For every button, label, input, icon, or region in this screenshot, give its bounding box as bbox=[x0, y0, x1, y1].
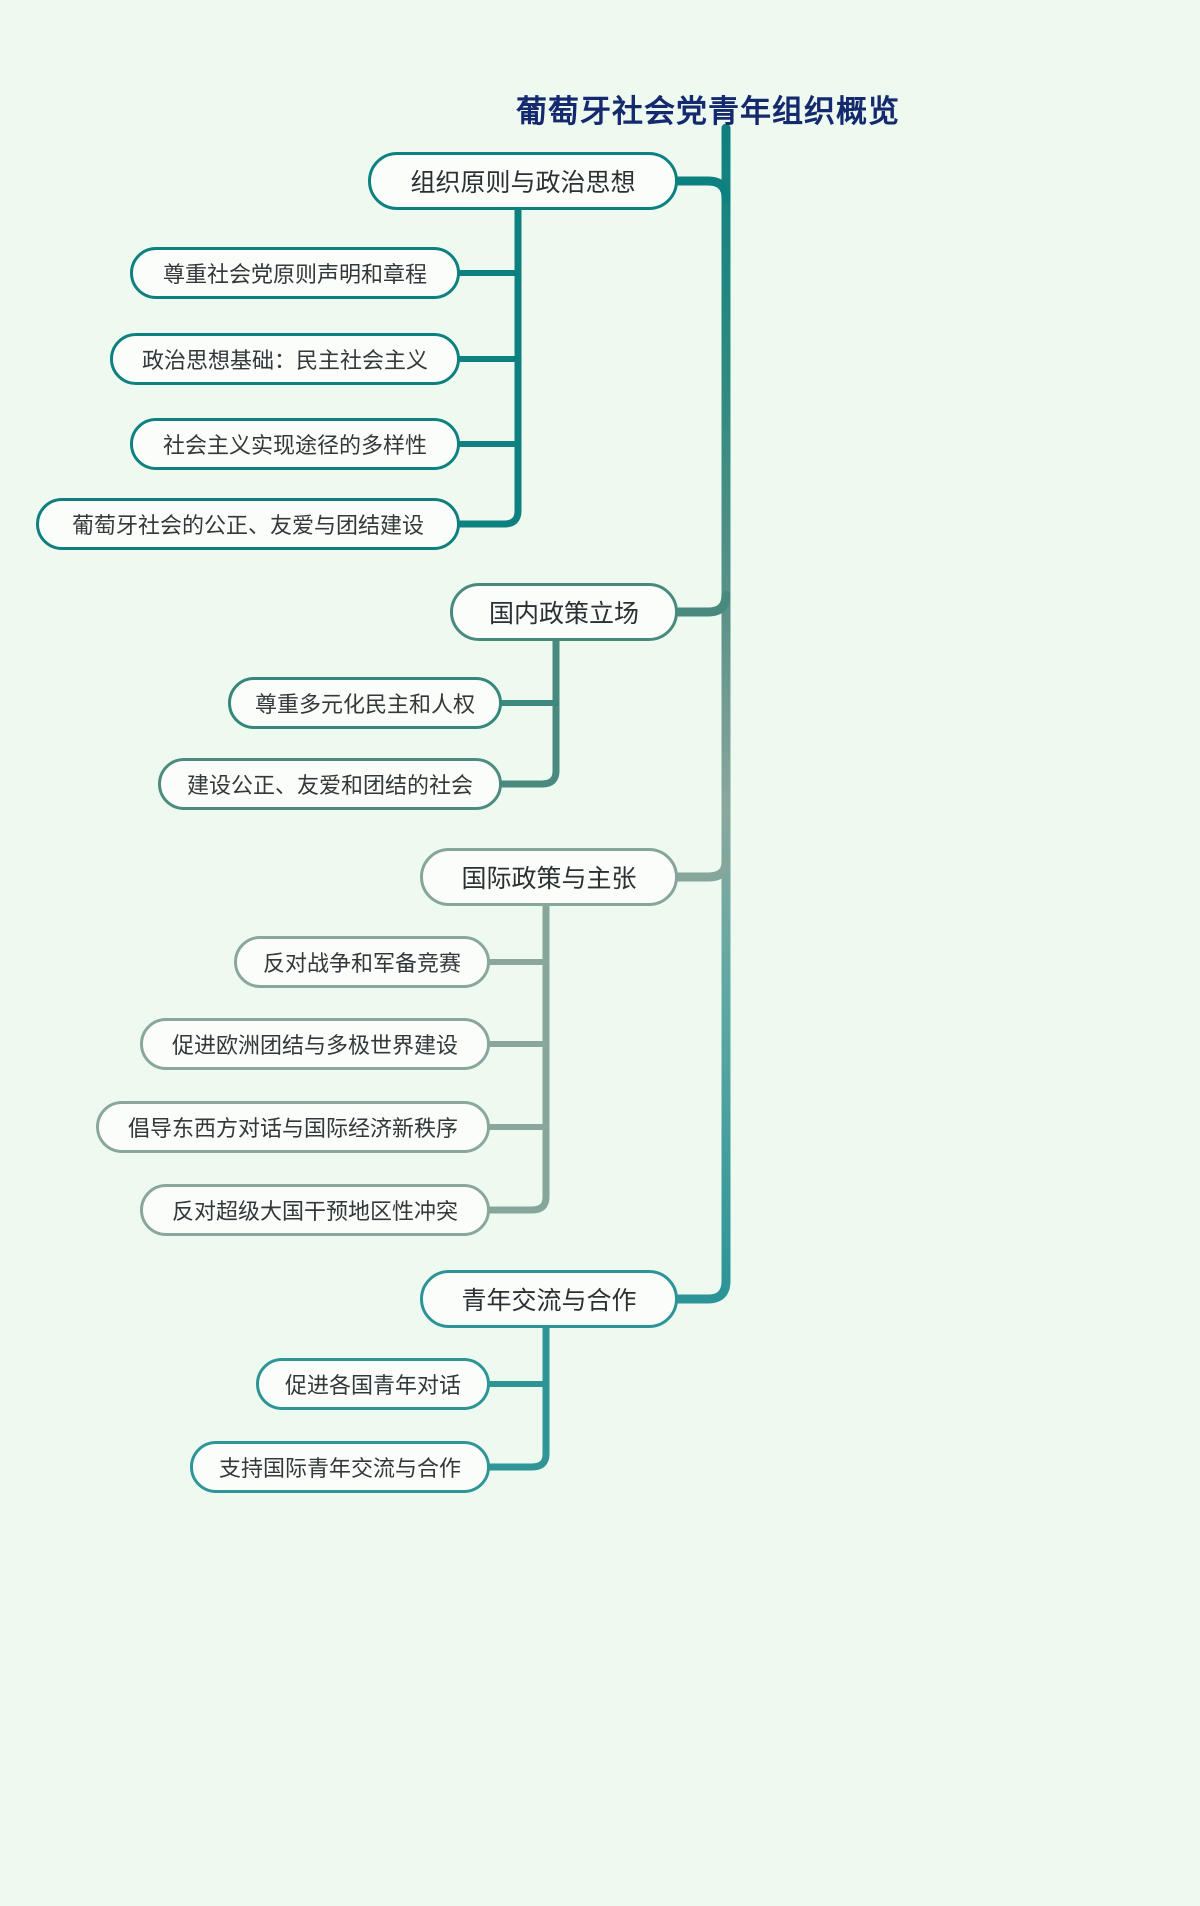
leaf-label: 尊重社会党原则声明和章程 bbox=[162, 262, 427, 287]
leaf-node-pluralist-democracy-rights[interactable]: 尊重多元化民主和人权 bbox=[228, 677, 502, 729]
leaf-node-paths-to-socialism[interactable]: 社会主义实现途径的多样性 bbox=[130, 418, 460, 470]
topic-node-international-policy[interactable]: 国际政策与主张 bbox=[420, 848, 678, 906]
topic-node-youth-exchange[interactable]: 青年交流与合作 bbox=[420, 1270, 678, 1328]
topic-label: 国际政策与主张 bbox=[461, 865, 637, 893]
leaf-label: 社会主义实现途径的多样性 bbox=[162, 433, 427, 458]
leaf-label: 葡萄牙社会的公正、友爱与团结建设 bbox=[71, 513, 424, 538]
leaf-node-oppose-superpower-intervention[interactable]: 反对超级大国干预地区性冲突 bbox=[140, 1184, 490, 1236]
leaf-label: 反对战争和军备竞赛 bbox=[262, 951, 461, 976]
leaf-node-political-ideology-base[interactable]: 政治思想基础：民主社会主义 bbox=[110, 333, 460, 385]
leaf-label: 促进欧洲团结与多极世界建设 bbox=[171, 1033, 458, 1058]
leaf-node-european-solidarity[interactable]: 促进欧洲团结与多极世界建设 bbox=[140, 1018, 490, 1070]
topic-label: 国内政策立场 bbox=[488, 600, 639, 628]
topic-node-organizational-principles[interactable]: 组织原则与政治思想 bbox=[368, 152, 678, 210]
leaf-label: 倡导东西方对话与国际经济新秩序 bbox=[127, 1116, 458, 1141]
leaf-label: 支持国际青年交流与合作 bbox=[218, 1456, 461, 1481]
leaf-node-portuguese-society-building[interactable]: 葡萄牙社会的公正、友爱与团结建设 bbox=[36, 498, 460, 550]
leaf-node-international-youth-cooperation[interactable]: 支持国际青年交流与合作 bbox=[190, 1441, 490, 1493]
leaf-node-just-fraternal-society[interactable]: 建设公正、友爱和团结的社会 bbox=[158, 758, 502, 810]
topic-label: 组织原则与政治思想 bbox=[410, 169, 636, 197]
page-title: 葡萄牙社会党青年组织概览 bbox=[516, 94, 900, 129]
topic-label: 青年交流与合作 bbox=[461, 1287, 637, 1315]
leaf-label: 政治思想基础：民主社会主义 bbox=[141, 348, 428, 373]
leaf-label: 建设公正、友爱和团结的社会 bbox=[186, 773, 473, 798]
leaf-node-oppose-war-arms-race[interactable]: 反对战争和军备竞赛 bbox=[234, 936, 490, 988]
leaf-node-east-west-dialogue[interactable]: 倡导东西方对话与国际经济新秩序 bbox=[96, 1101, 490, 1153]
leaf-label: 尊重多元化民主和人权 bbox=[254, 692, 475, 717]
leaf-label: 促进各国青年对话 bbox=[284, 1373, 461, 1398]
leaf-node-youth-dialogue[interactable]: 促进各国青年对话 bbox=[256, 1358, 490, 1410]
leaf-node-respect-party-principles[interactable]: 尊重社会党原则声明和章程 bbox=[130, 247, 460, 299]
leaf-label: 反对超级大国干预地区性冲突 bbox=[171, 1199, 458, 1224]
topic-node-domestic-policy[interactable]: 国内政策立场 bbox=[450, 583, 678, 641]
